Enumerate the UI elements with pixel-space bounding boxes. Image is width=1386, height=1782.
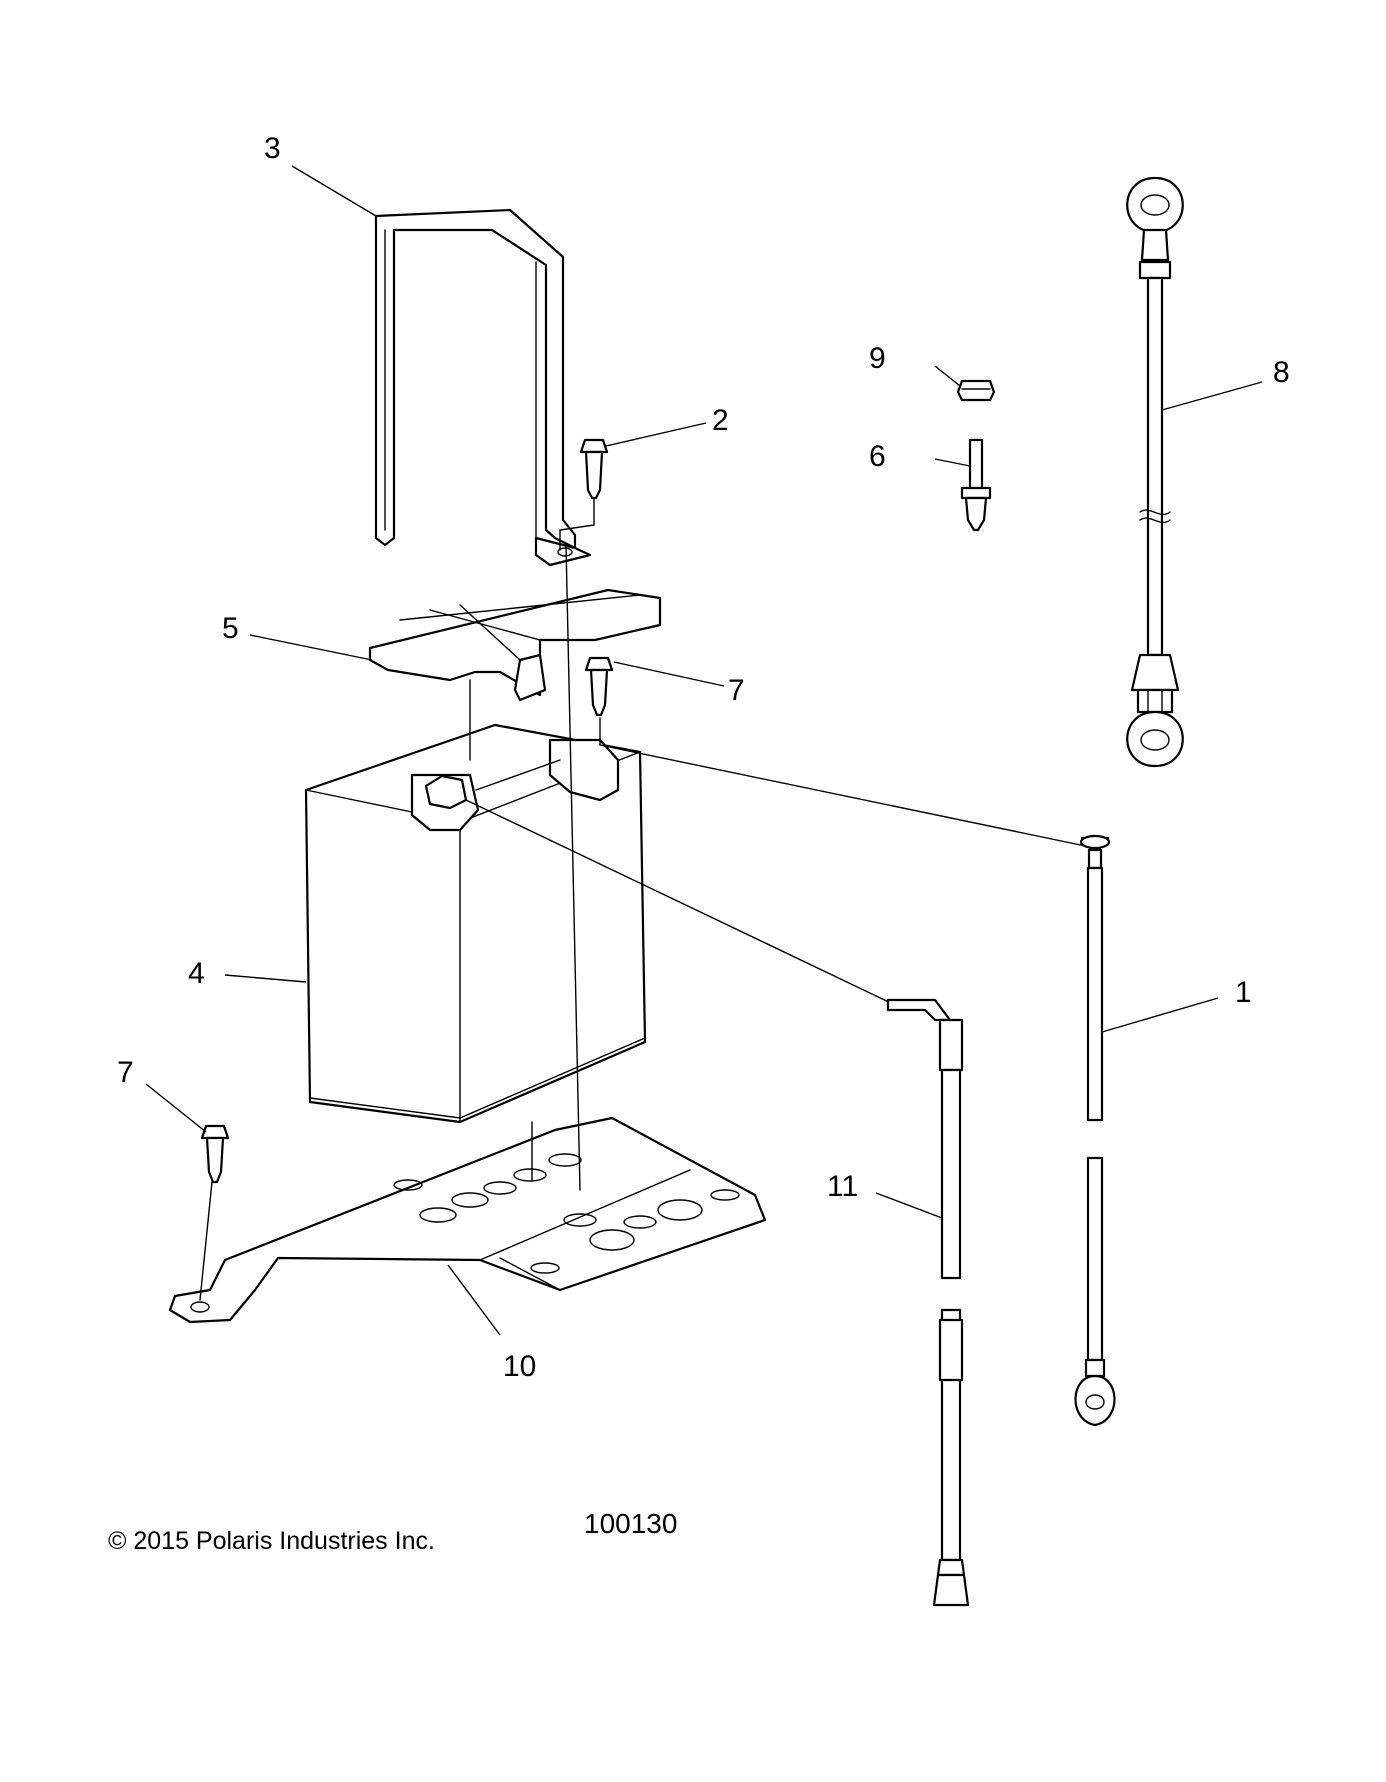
callout-7-upper: 7	[728, 674, 745, 707]
callout-5: 5	[222, 612, 239, 645]
part-8-cable	[1126, 176, 1184, 768]
callout-7-lower: 7	[117, 1056, 134, 1089]
part-7-upper-bolt	[584, 656, 614, 717]
copyright-text: © 2015 Polaris Industries Inc.	[108, 1527, 435, 1555]
callout-8: 8	[1273, 356, 1290, 389]
part-7-lower-bolt	[199, 1124, 230, 1301]
part-11-cable	[886, 998, 970, 1607]
assembly-lines	[465, 544, 1096, 1191]
callout-10: 10	[503, 1350, 536, 1383]
callout-1: 1	[1235, 976, 1252, 1009]
figure-number: 100130	[584, 1508, 678, 1539]
callout-6: 6	[869, 440, 886, 473]
part-10-battery-tray	[168, 1116, 767, 1324]
part-4-battery	[304, 723, 647, 1124]
part-9-nut	[956, 379, 996, 402]
part-5-battery-cover	[368, 588, 662, 702]
callout-11: 11	[827, 1170, 858, 1203]
part-2-bolt	[559, 438, 609, 551]
callout-2: 2	[712, 404, 729, 437]
part-6-stud	[960, 438, 992, 532]
callout-4: 4	[188, 957, 205, 990]
part-3-hold-down-strap	[374, 208, 592, 567]
callout-9: 9	[869, 342, 886, 375]
callout-leaders	[145, 165, 1263, 1336]
callout-3: 3	[264, 132, 281, 165]
part-1-cable	[1074, 834, 1116, 1427]
callout-labels: 3 2 5 7 4 7 10 9 6 8 1 11	[117, 132, 1290, 1383]
